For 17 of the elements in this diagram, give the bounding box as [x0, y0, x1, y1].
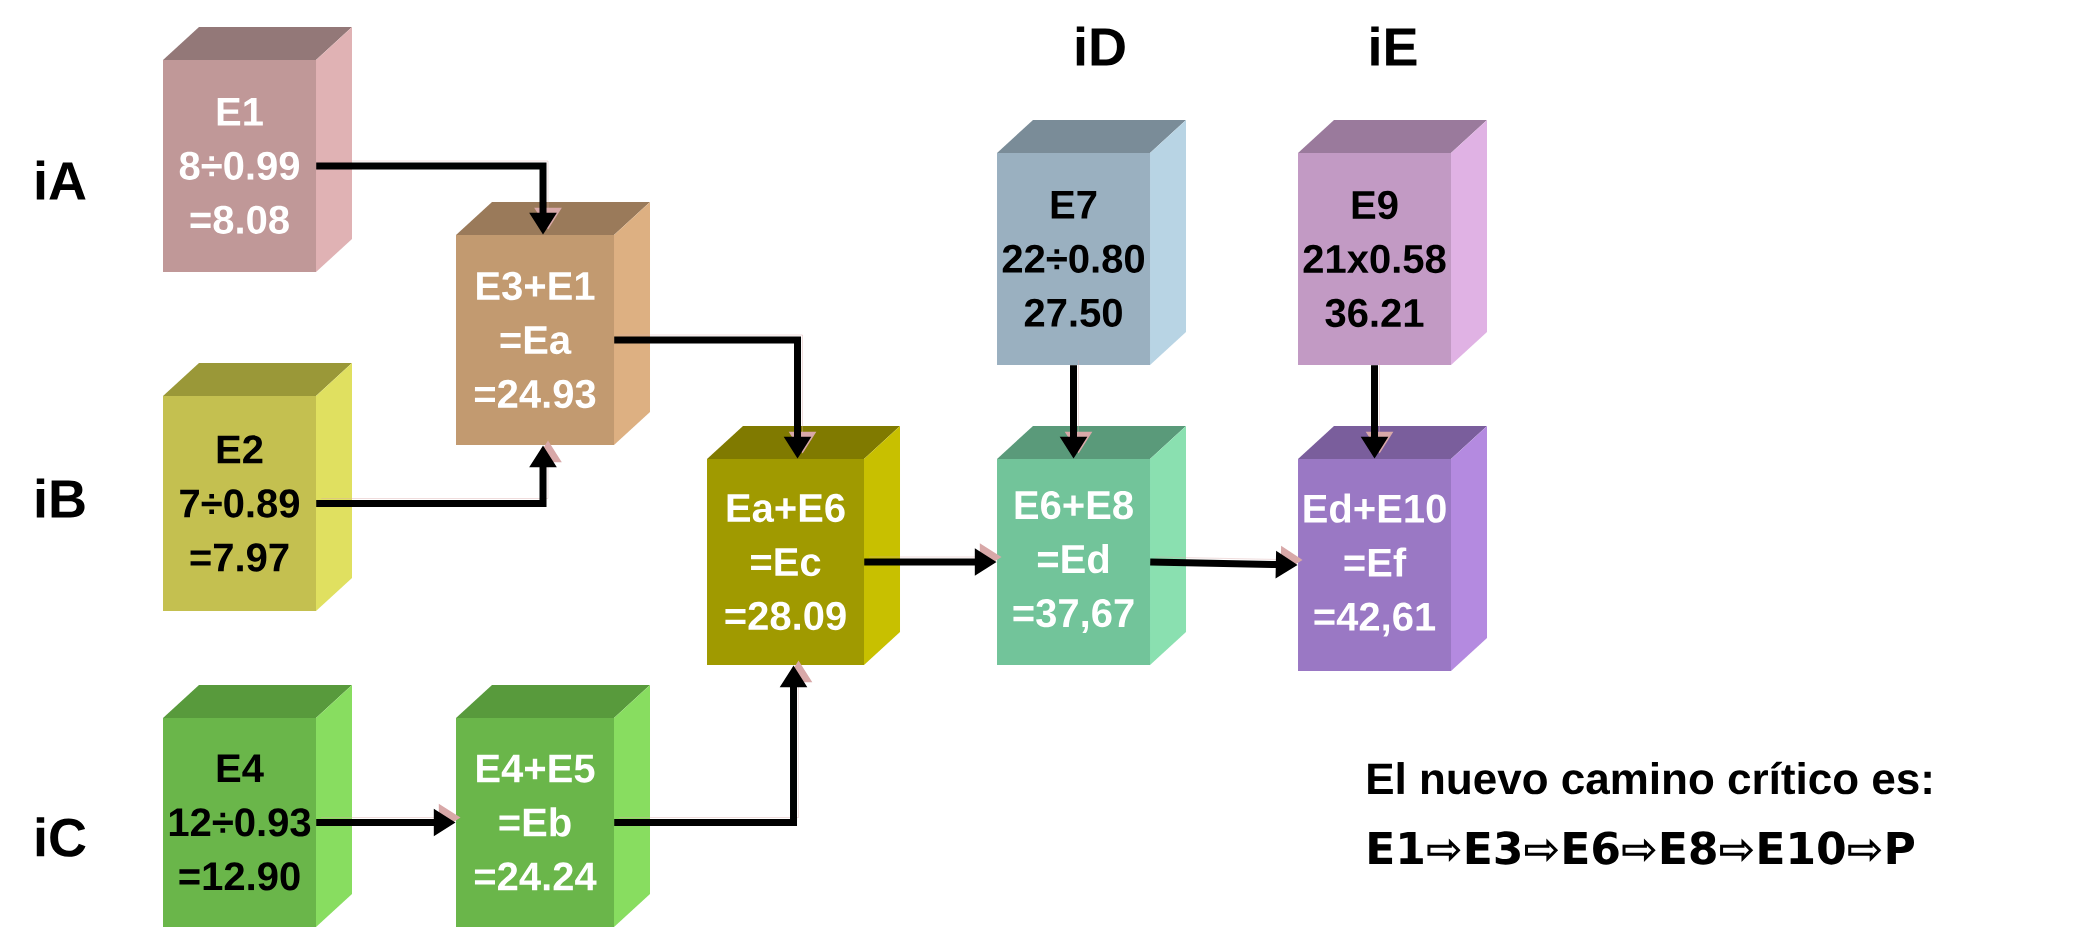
cube-box: Ea+E6 =Ec =28.09: [707, 426, 900, 665]
row-label: iB: [36, 478, 85, 518]
cube-box: E6+E8 =Ed =37,67: [997, 426, 1186, 665]
cube-box: Ed+E10 =Ef =42,61: [1298, 426, 1487, 671]
cube-box: E3+E1 =Ea =24.93: [456, 202, 650, 445]
column-label: iE: [1371, 26, 1417, 66]
cube-box: E2 7÷0.89 =7.97: [163, 363, 352, 611]
cube-box: E7 22÷0.80 27.50: [997, 120, 1186, 365]
cube-box: E4+E5 =Eb =24.24: [456, 685, 650, 927]
cube-box: E4 12÷0.93 =12.90: [163, 685, 352, 927]
note-text: El nuevo camino crítico es:: [1368, 761, 1931, 795]
cube-box: E9 21x0.58 36.21: [1298, 120, 1487, 365]
note-text: E1⇨E3⇨E6⇨E8⇨E10⇨P: [1369, 831, 1914, 865]
row-label: iA: [36, 160, 86, 200]
cube-box: E1 8÷0.99 =8.08: [163, 27, 352, 272]
column-label: iD: [1076, 26, 1125, 66]
row-label: iC: [36, 817, 86, 857]
